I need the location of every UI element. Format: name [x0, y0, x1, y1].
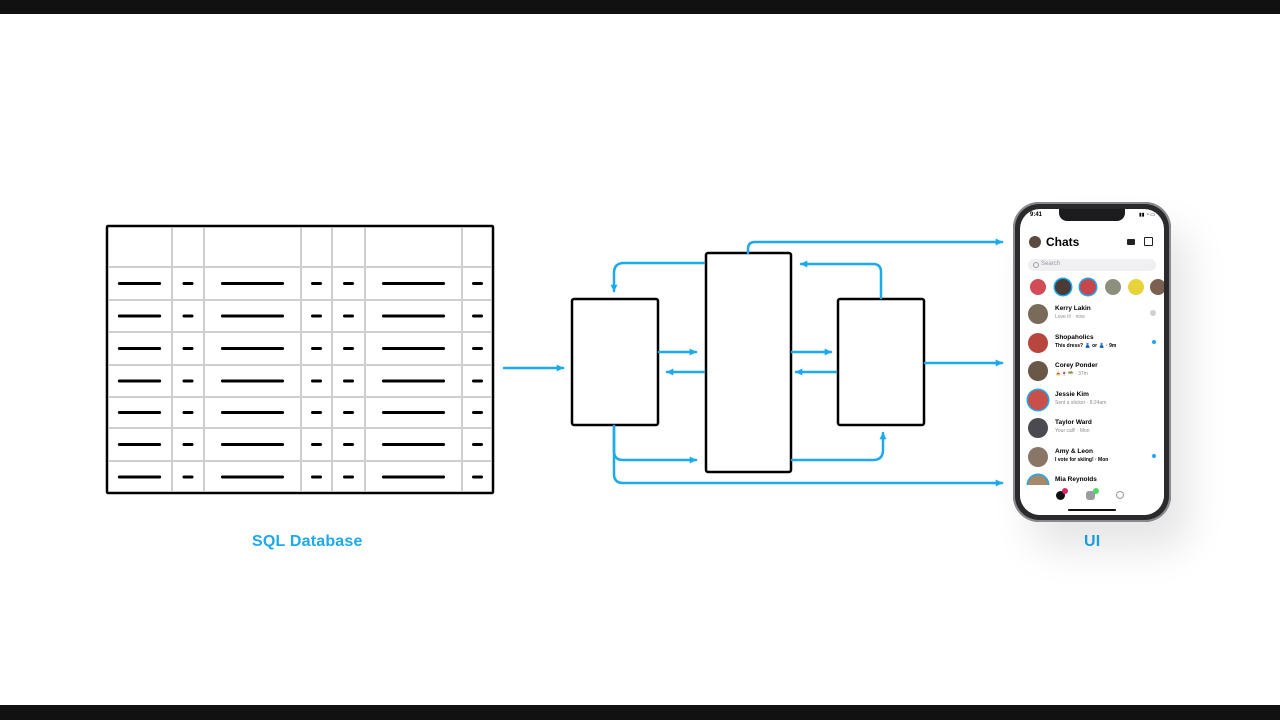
arrow-left-bottom-to-ui: [612, 424, 1004, 487]
chat-name: Jessie Kim: [1055, 390, 1089, 398]
process-box-center: [704, 251, 793, 474]
chat-avatar: [1028, 361, 1048, 381]
chat-name: Mia Reynolds: [1055, 476, 1097, 483]
chat-preview: Sent a sticker · 8:24am: [1055, 399, 1107, 406]
chat-avatar: [1028, 446, 1048, 467]
arrow-center-top-to-ui: [746, 238, 1004, 255]
chat-name: Corey Ponder: [1055, 362, 1098, 369]
phone-screen: 9:41 ▮▮ ◔ ▭ Chats Search Kerry Lakin: [1020, 209, 1164, 515]
chat-preview: I vote for skiing! · Mon: [1055, 456, 1109, 463]
sql-table-grid: [109, 228, 491, 491]
process-box-right: [836, 297, 926, 427]
discover-tab-icon[interactable]: [1116, 491, 1124, 499]
chat-row[interactable]: Corey Ponder 🍝🍷🥗 · 37m: [1028, 361, 1160, 385]
people-tab-icon[interactable]: [1086, 491, 1095, 500]
story-avatar[interactable]: [1030, 279, 1046, 295]
arrow-center-loop-to-left: [610, 261, 706, 293]
search-placeholder: Search: [1041, 261, 1061, 267]
arrow-left-to-center-bottom: [612, 424, 698, 464]
camera-icon[interactable]: [1127, 239, 1135, 245]
chat-name: Kerry Lakin: [1055, 305, 1091, 312]
story-avatar[interactable]: [1105, 279, 1121, 295]
chat-preview: Love it! · now: [1055, 314, 1085, 320]
phone-mockup: 9:41 ▮▮ ◔ ▭ Chats Search Kerry Lakin: [1013, 202, 1171, 522]
chats-title: Chats: [1046, 235, 1080, 249]
story-avatar[interactable]: [1150, 279, 1164, 295]
chat-name: Amy & Leon: [1055, 447, 1093, 455]
tab-bar: [1020, 485, 1164, 515]
chats-header: Chats: [1029, 233, 1155, 249]
active-badge: [1093, 488, 1099, 494]
unread-badge: [1062, 488, 1068, 494]
phone-notch: [1059, 209, 1125, 221]
unread-indicator: [1152, 339, 1156, 344]
compose-icon[interactable]: [1144, 237, 1153, 246]
chat-preview: 🍝🍷🥗 · 37m: [1055, 371, 1088, 377]
signal-battery-icon: ▮▮ ◔ ▭: [1138, 212, 1155, 218]
chat-preview: This dress? 👗 or 👗 · 9m: [1055, 342, 1117, 349]
story-avatar[interactable]: [1055, 279, 1071, 295]
database-label: SQL Database: [252, 533, 363, 550]
ui-label: UI: [1084, 533, 1101, 550]
process-box-left: [570, 297, 660, 427]
arrow-center-to-right-bottom: [790, 431, 887, 462]
chat-avatar: [1028, 332, 1048, 353]
letterbox-top: [0, 0, 1280, 14]
search-input[interactable]: Search: [1028, 259, 1156, 271]
home-indicator: [1068, 509, 1116, 511]
status-time: 9:41: [1030, 212, 1043, 218]
profile-avatar[interactable]: [1029, 236, 1041, 248]
sql-table: [105, 224, 495, 495]
letterbox-bottom: [0, 705, 1280, 720]
arrow-right-loop-to-center: [799, 260, 883, 300]
chat-name: Shopaholics: [1055, 333, 1094, 341]
chat-preview: Your call! · Mon: [1055, 428, 1090, 434]
chat-name: Taylor Ward: [1055, 419, 1092, 426]
chats-tab-icon[interactable]: [1056, 491, 1065, 500]
search-icon: [1033, 262, 1039, 268]
stories-row: [1028, 279, 1164, 299]
story-avatar[interactable]: [1128, 279, 1144, 295]
story-avatar[interactable]: [1080, 279, 1096, 295]
sql-table-cells: [117, 282, 483, 479]
chat-avatar: [1028, 389, 1048, 410]
read-receipt-icon: [1150, 310, 1156, 316]
chat-avatar: [1028, 418, 1048, 438]
unread-indicator: [1152, 453, 1156, 458]
chat-avatar: [1028, 304, 1048, 324]
